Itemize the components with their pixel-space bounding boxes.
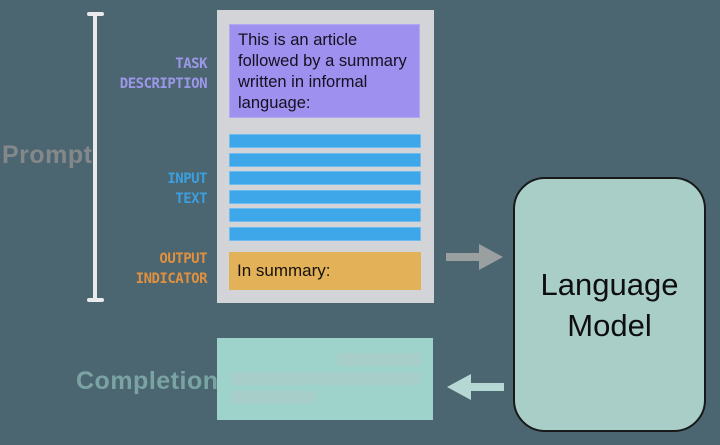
completion-box	[217, 338, 433, 420]
language-model-box: Language Model	[513, 177, 706, 432]
prompt-bracket-cap-top	[87, 12, 104, 16]
prompt-bracket-cap-bottom	[87, 298, 104, 302]
input-text-label: INPUT TEXT	[167, 171, 207, 207]
completion-label: Completion	[76, 367, 219, 395]
prompt-card: This is an article followed by a summary…	[217, 10, 434, 303]
task-description-box: This is an article followed by a summary…	[229, 24, 420, 118]
task-description-label: TASK DESCRIPTION	[119, 56, 208, 92]
input-text-stripe	[229, 208, 421, 222]
arrow-right-icon	[446, 244, 503, 270]
completion-stripe	[231, 391, 315, 404]
completion-stripe	[337, 353, 421, 366]
input-text-stripe	[229, 189, 421, 204]
completion-stripe	[231, 372, 421, 385]
output-indicator-box: In summary:	[229, 252, 421, 290]
prompt-label: Prompt	[2, 141, 93, 169]
input-text-stripes	[229, 134, 421, 241]
language-model-label: Language Model	[540, 266, 679, 343]
input-text-stripe	[229, 134, 421, 148]
arrow-left-icon	[447, 374, 504, 400]
input-text-stripe	[229, 171, 421, 185]
output-indicator-label: OUTPUT INDICATOR	[135, 251, 208, 287]
prompt-bracket-line	[93, 13, 97, 302]
input-text-stripe	[229, 226, 421, 241]
input-text-stripe	[229, 152, 421, 167]
